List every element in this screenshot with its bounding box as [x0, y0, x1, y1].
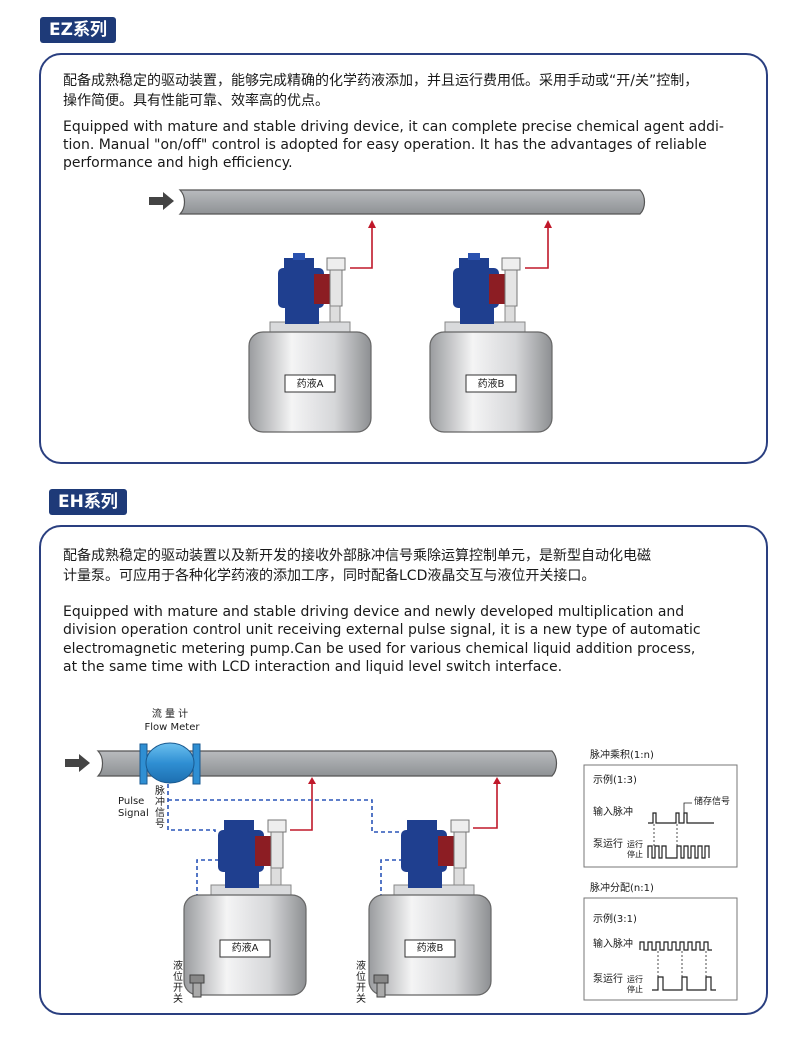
ez-en-line1: Equipped with mature and stable driving … — [63, 119, 724, 135]
ez-cn-line1: 配备成熟稳定的驱动装置，能够完成精确的化学药液添加，并且运行费用低。采用手动或“… — [63, 73, 699, 89]
chart1-pump-label: 泵运行 — [593, 839, 623, 850]
chart2-input-waveform — [639, 941, 712, 951]
chart2-example: 示例(3:1) — [593, 914, 637, 925]
flow-meter-en-label: Flow Meter — [144, 722, 200, 733]
eh-level-switch-b — [373, 974, 389, 998]
eh-tank-b-label: 药液B — [416, 943, 444, 954]
eh-en-line2: division operation control unit receivin… — [63, 622, 701, 638]
chart2-input-label: 输入脉冲 — [593, 939, 633, 950]
ez-tank-b — [429, 331, 553, 433]
ez-pump-b — [444, 253, 526, 333]
ez-diagram — [149, 189, 646, 433]
eh-en-line3: electromagnetic metering pump.Can be use… — [63, 641, 696, 657]
chart1-input-label: 输入脉冲 — [593, 807, 633, 818]
pulse-multiply-chart — [583, 764, 738, 868]
eh-flow-arrow — [65, 754, 90, 772]
ez-en-line2: tion. Manual "on/off" control is adopted… — [63, 137, 707, 153]
chart1-example: 示例(1:3) — [593, 775, 637, 786]
chart1-input-waveform — [648, 812, 714, 824]
eh-cn-line1: 配备成熟稳定的驱动装置以及新开发的接收外部脉冲信号乘除运算控制单元，是新型自动化… — [63, 548, 651, 564]
chart2-run-label: 运行 — [627, 975, 643, 984]
ez-feed-line-a — [350, 226, 373, 269]
eh-flow-meter — [139, 742, 201, 785]
eh-en-line4: at the same time with LCD interaction an… — [63, 659, 563, 675]
chart2-title: 脉冲分配(n:1) — [590, 883, 654, 894]
eh-feed-line-b — [473, 782, 498, 829]
chart2-pump-label: 泵运行 — [593, 974, 623, 985]
eh-level-switch-a — [189, 974, 205, 998]
eh-pump-b — [393, 819, 475, 896]
chart1-title: 脉冲乘积(1:n) — [590, 750, 654, 761]
pulse-signal-en-label-1: Pulse — [118, 796, 145, 807]
ez-pipe — [178, 189, 646, 215]
ez-tank-b-label: 药液B — [477, 379, 505, 390]
eh-tank-a-label: 药液A — [231, 943, 259, 954]
chart1-run-label: 运行 — [627, 840, 643, 849]
chart2-pump-waveform — [652, 976, 716, 991]
ez-series-tag: EZ系列 — [40, 17, 116, 43]
chart1-stop-label: 停止 — [627, 850, 643, 859]
pulse-signal-en-label-2: Signal — [118, 808, 149, 819]
ez-panel — [39, 53, 768, 464]
ez-en-line3: performance and high efficiency. — [63, 155, 293, 171]
eh-tank-a — [183, 894, 307, 996]
eh-pump-a — [210, 819, 292, 896]
eh-cn-line2: 计量泵。可应用于各种化学药液的添加工序，同时配备LCD液晶交互与液位开关接口。 — [63, 568, 596, 584]
flow-meter-cn-label: 流 量 计 — [151, 709, 189, 720]
eh-diagram — [65, 742, 738, 1001]
ez-tank-a-label: 药液A — [296, 379, 324, 390]
ez-flow-arrow — [149, 192, 174, 210]
ez-tank-a — [248, 331, 372, 433]
pulse-divide-chart — [583, 897, 738, 1001]
eh-pulse-signal-line — [167, 784, 402, 833]
eh-feed-line-a — [290, 782, 313, 831]
chart1-pump-waveform — [647, 845, 710, 859]
chart1-store-label: 储存信号 — [694, 797, 731, 807]
ez-cn-line2: 操作简便。具有性能可靠、效率高的优点。 — [63, 93, 329, 109]
chart2-stop-label: 停止 — [627, 985, 643, 994]
pulse-signal-cn-label: 脉冲信号 — [155, 786, 165, 830]
ez-feed-line-b — [525, 226, 549, 269]
level-switch-b-label: 液位开关 — [356, 961, 366, 1005]
ez-pump-a — [269, 253, 351, 333]
eh-series-tag: EH系列 — [49, 489, 127, 515]
eh-tank-b — [368, 894, 492, 996]
eh-pipe — [96, 750, 558, 777]
eh-en-line1: Equipped with mature and stable driving … — [63, 604, 685, 620]
level-switch-a-label: 液位开关 — [173, 961, 183, 1005]
